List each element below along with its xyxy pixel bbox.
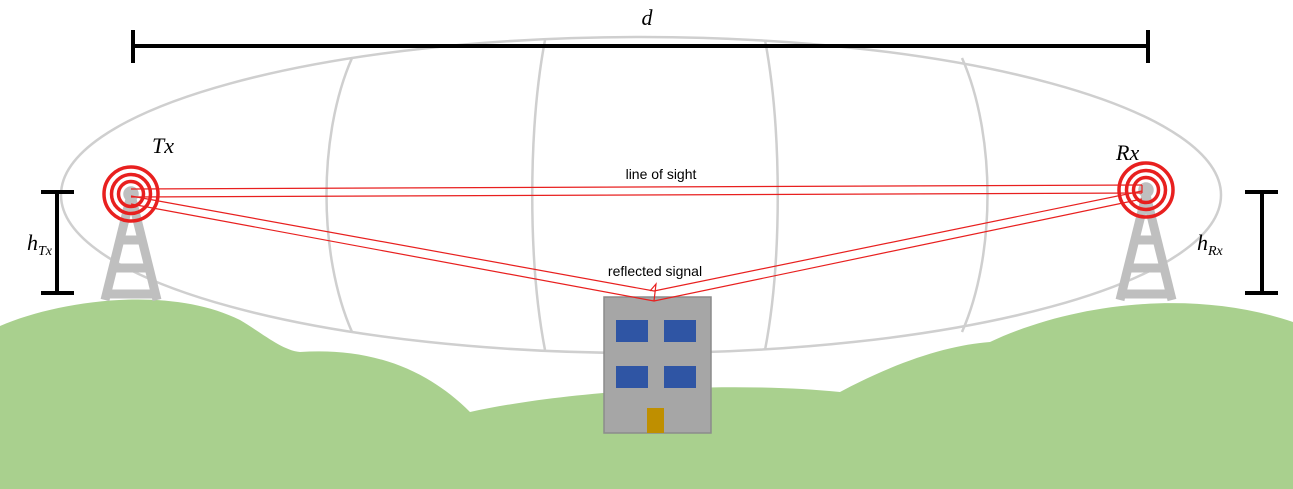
rx-height-label: hRx bbox=[1197, 230, 1224, 259]
reflected-signal-label: reflected signal bbox=[608, 263, 702, 279]
reflecting-building bbox=[603, 296, 712, 434]
ellipsoid-meridian-1 bbox=[325, 57, 354, 333]
building-window bbox=[664, 366, 696, 388]
rx-height-subscript: Rx bbox=[1207, 244, 1224, 259]
distance-label: d bbox=[642, 5, 654, 30]
rx-height-dimension bbox=[1245, 190, 1278, 295]
reflected-signal-ray bbox=[130, 190, 1143, 302]
building-window bbox=[616, 320, 648, 342]
building-window bbox=[664, 320, 696, 342]
ellipsoid-meridian-4 bbox=[960, 57, 989, 333]
transmitter-label: Tx bbox=[152, 133, 174, 158]
transmitter-antenna-icon bbox=[102, 165, 160, 223]
ellipsoid-meridian-3 bbox=[763, 39, 779, 351]
building-window bbox=[616, 366, 648, 388]
transmitter-tower bbox=[100, 193, 162, 302]
rx-height-symbol: h bbox=[1197, 230, 1208, 255]
receiver-tower bbox=[1115, 193, 1177, 302]
receiver-label: Rx bbox=[1115, 140, 1139, 165]
tx-height-subscript: Tx bbox=[38, 244, 53, 259]
line-of-sight-label: line of sight bbox=[626, 166, 697, 182]
tx-height-symbol: h bbox=[27, 230, 38, 255]
line-of-sight-ray bbox=[130, 184, 1143, 198]
tx-height-label: hTx bbox=[27, 230, 53, 259]
tx-height-dimension bbox=[41, 190, 74, 295]
receiver-antenna-icon bbox=[1117, 161, 1175, 219]
distance-dimension bbox=[131, 30, 1150, 63]
building-door bbox=[647, 408, 664, 433]
